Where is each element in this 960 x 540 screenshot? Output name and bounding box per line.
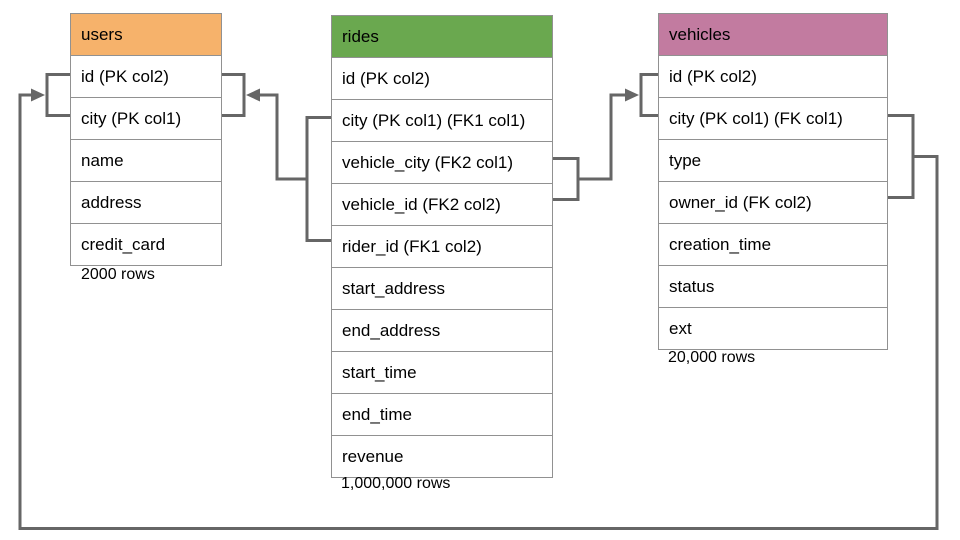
table-vehicles-column: city (PK col1) (FK col1) xyxy=(659,98,887,140)
table-vehicles-column: ext xyxy=(659,308,887,349)
table-rides-column: start_time xyxy=(332,352,552,394)
table-rides-rowcount: 1,000,000 rows xyxy=(341,475,451,492)
vehicles-right-key-bracket xyxy=(888,114,915,199)
vehicles-left-key-bracket xyxy=(639,73,658,117)
table-users-header: users xyxy=(71,14,221,56)
table-users-column: credit_card xyxy=(71,224,221,265)
rides-right-key-bracket xyxy=(553,157,580,201)
rides-vehicles-connector-line xyxy=(578,93,625,181)
table-vehicles-column: type xyxy=(659,140,887,182)
arrowhead-right-icon xyxy=(31,88,45,102)
table-rides-column: id (PK col2) xyxy=(332,58,552,100)
table-vehicles-column: creation_time xyxy=(659,224,887,266)
table-rides-column: end_address xyxy=(332,310,552,352)
table-rides-column: vehicle_city (FK2 col1) xyxy=(332,142,552,184)
users-right-key-bracket xyxy=(222,73,246,117)
table-vehicles: vehicles id (PK col2) city (PK col1) (FK… xyxy=(658,13,888,350)
table-vehicles-column: status xyxy=(659,266,887,308)
table-rides-column: end_time xyxy=(332,394,552,436)
table-rides-column: revenue xyxy=(332,436,552,477)
arrowhead-right-icon xyxy=(625,88,639,102)
table-rides-column: start_address xyxy=(332,268,552,310)
table-vehicles-rowcount: 20,000 rows xyxy=(668,349,756,366)
table-rides-header: rides xyxy=(332,16,552,58)
table-rides-column: vehicle_id (FK2 col2) xyxy=(332,184,552,226)
relationship-rides-to-users xyxy=(222,73,331,242)
table-users-rowcount: 2000 rows xyxy=(81,266,155,283)
rides-left-key-bracket xyxy=(305,116,331,242)
table-vehicles-column: owner_id (FK col2) xyxy=(659,182,887,224)
table-users-column: id (PK col2) xyxy=(71,56,221,98)
table-users: users id (PK col2) city (PK col1) name a… xyxy=(70,13,222,266)
relationship-rides-to-vehicles xyxy=(553,73,658,201)
table-rides-column: rider_id (FK1 col2) xyxy=(332,226,552,268)
table-rides-column: city (PK col1) (FK1 col1) xyxy=(332,100,552,142)
table-rides: rides id (PK col2) city (PK col1) (FK1 c… xyxy=(331,15,553,478)
users-left-key-bracket xyxy=(45,73,70,117)
table-vehicles-header: vehicles xyxy=(659,14,887,56)
arrowhead-left-icon xyxy=(246,88,260,102)
table-users-column: city (PK col1) xyxy=(71,98,221,140)
table-users-column: name xyxy=(71,140,221,182)
table-vehicles-column: id (PK col2) xyxy=(659,56,887,98)
rides-users-connector-line xyxy=(260,93,307,181)
table-users-column: address xyxy=(71,182,221,224)
